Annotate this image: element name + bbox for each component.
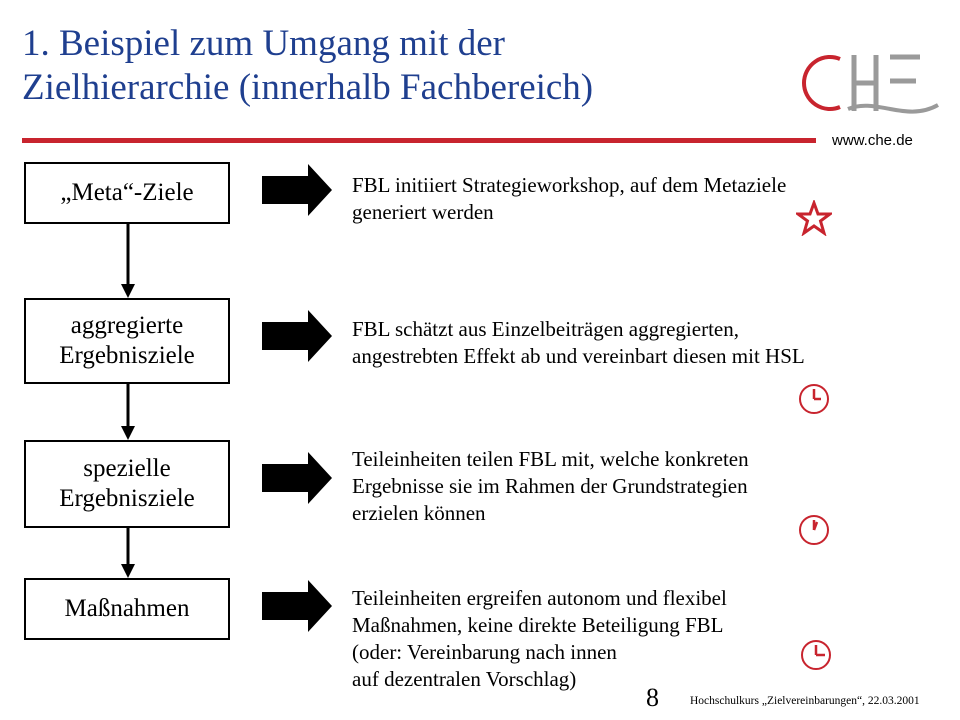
description-line: Maßnahmen, keine direkte Beteiligung FBL bbox=[352, 613, 724, 637]
description-line: Ergebnisse sie im Rahmen der Grundstrate… bbox=[352, 474, 748, 498]
box-label: Maßnahmen bbox=[64, 595, 190, 622]
footer-text: Hochschulkurs „Zielvereinbarungen“, 22.0… bbox=[690, 695, 920, 707]
hierarchy-box-aggregierte-ergebnisziele: aggregierte Ergebnisziele bbox=[24, 298, 230, 384]
clock-icon bbox=[801, 640, 831, 670]
description-line: FBL schätzt aus Einzelbeiträgen aggregie… bbox=[352, 317, 739, 341]
description-line: Teileinheiten teilen FBL mit, welche kon… bbox=[352, 447, 749, 471]
description-line: generiert werden bbox=[352, 200, 494, 224]
slide-title-line-2: Zielhierarchie (innerhalb Fachbereich) bbox=[22, 67, 594, 108]
box-label: Ergebnisziele bbox=[59, 342, 195, 369]
down-arrow-icon bbox=[121, 384, 135, 440]
hierarchy-box-spezielle-ergebnisziele: spezielle Ergebnisziele bbox=[24, 440, 230, 528]
star-icon bbox=[796, 200, 832, 236]
down-arrow-icon bbox=[121, 224, 135, 298]
box-label: aggregierte bbox=[70, 312, 184, 339]
box-label: spezielle bbox=[83, 455, 171, 482]
clock-icon bbox=[799, 515, 829, 545]
box-label: „Meta“-Ziele bbox=[60, 179, 194, 206]
description-line: Teileinheiten ergreifen autonom und flex… bbox=[352, 586, 727, 610]
description-meta-ziele: FBL initiiert Strategieworkshop, auf dem… bbox=[352, 172, 934, 226]
box-label: Ergebnisziele bbox=[59, 485, 195, 512]
page-number: 8 bbox=[646, 683, 659, 712]
right-arrow-icon bbox=[262, 310, 332, 362]
right-arrow-icon bbox=[262, 580, 332, 632]
description-spezielle-ergebnisziele: Teileinheiten teilen FBL mit, welche kon… bbox=[352, 446, 934, 527]
che-logo bbox=[802, 54, 939, 114]
description-line: (oder: Vereinbarung nach innen bbox=[352, 640, 617, 664]
hierarchy-box-meta-ziele: „Meta“-Ziele bbox=[24, 162, 230, 224]
description-massnahmen: Teileinheiten ergreifen autonom und flex… bbox=[352, 585, 934, 693]
slide-title-line-1: 1. Beispiel zum Umgang mit der bbox=[22, 23, 505, 64]
hierarchy-box-massnahmen: Maßnahmen bbox=[24, 578, 230, 640]
slide-title: 1. Beispiel zum Umgang mit der Zielhiera… bbox=[22, 22, 782, 110]
right-arrow-icon bbox=[262, 452, 332, 504]
description-aggregierte-ergebnisziele: FBL schätzt aus Einzelbeiträgen aggregie… bbox=[352, 316, 934, 370]
description-line: auf dezentralen Vorschlag) bbox=[352, 667, 577, 691]
clock-icon bbox=[799, 384, 829, 414]
description-line: erzielen können bbox=[352, 501, 486, 525]
title-divider bbox=[22, 138, 816, 143]
right-arrow-icon bbox=[262, 164, 332, 216]
down-arrow-icon bbox=[121, 528, 135, 578]
description-line: FBL initiiert Strategieworkshop, auf dem… bbox=[352, 173, 787, 197]
website-url: www.che.de bbox=[832, 132, 913, 149]
description-line: angestrebten Effekt ab und vereinbart di… bbox=[352, 344, 805, 368]
